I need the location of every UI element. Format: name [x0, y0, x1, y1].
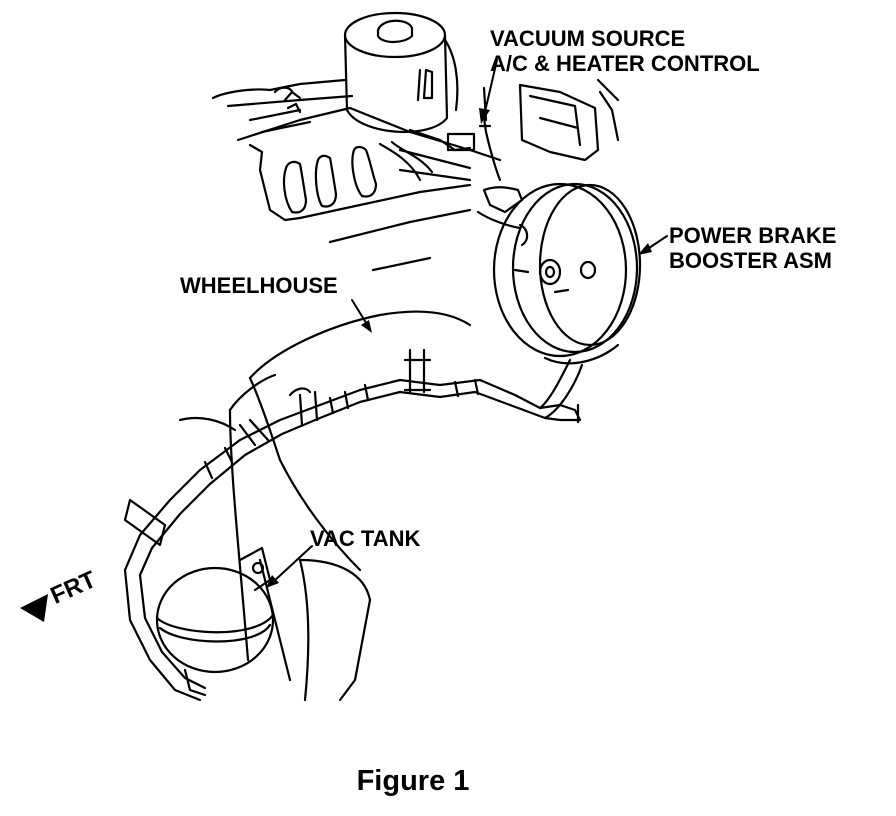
power-brake-booster: [476, 182, 642, 365]
air-cleaner: [343, 11, 476, 152]
vacuum-source-fitting: [478, 78, 620, 182]
figure-caption: Figure 1: [356, 765, 470, 797]
label-vacuum-source: VACUUM SOURCE A/C & HEATER CONTROL: [490, 26, 760, 76]
wheelhouse-panel: [178, 310, 472, 702]
label-vacuum-source-line2: A/C & HEATER CONTROL: [490, 51, 760, 76]
vacuum-hose: [123, 348, 584, 702]
label-power-brake-line1: POWER BRAKE: [669, 223, 837, 248]
leader-lines: [266, 59, 668, 588]
label-vac-tank: VAC TANK: [310, 526, 421, 551]
label-vacuum-source-line1: VACUUM SOURCE: [490, 26, 686, 51]
engine-assembly: [211, 78, 502, 272]
label-power-brake-line2: BOOSTER ASM: [669, 248, 832, 273]
label-wheelhouse: WHEELHOUSE: [180, 273, 338, 298]
label-power-brake-booster: POWER BRAKE BOOSTER ASM: [669, 223, 836, 273]
front-arrow-icon: [20, 594, 48, 622]
vacuum-tank: [155, 546, 275, 697]
